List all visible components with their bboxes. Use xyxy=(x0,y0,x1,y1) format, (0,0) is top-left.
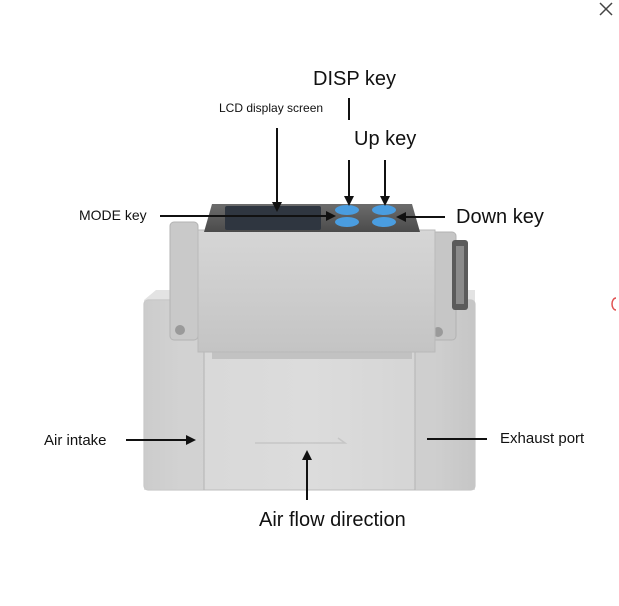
up-key-button[interactable] xyxy=(372,205,396,215)
mode-key-label: MODE key xyxy=(79,207,147,223)
lcd-display-screen-label: LCD display screen xyxy=(219,101,323,115)
disp-key-label: DISP key xyxy=(313,68,396,90)
screw-icon xyxy=(175,325,185,335)
electronics-housing xyxy=(169,204,468,359)
callouts xyxy=(126,98,487,500)
engraved-arrow-icon xyxy=(255,437,348,444)
mode-key-button[interactable] xyxy=(335,217,359,227)
disp-key-button[interactable] xyxy=(335,205,359,215)
down-key-button[interactable] xyxy=(372,217,396,227)
edge-mark xyxy=(611,297,617,311)
exhaust-port-label: Exhaust port xyxy=(500,430,585,447)
air-flow-direction-label: Air flow direction xyxy=(259,509,406,531)
close-icon[interactable] xyxy=(597,0,615,18)
down-key-label: Down key xyxy=(456,206,544,228)
lcd-screen xyxy=(225,206,321,230)
air-intake-label: Air intake xyxy=(44,432,107,449)
up-key-label: Up key xyxy=(354,128,416,150)
